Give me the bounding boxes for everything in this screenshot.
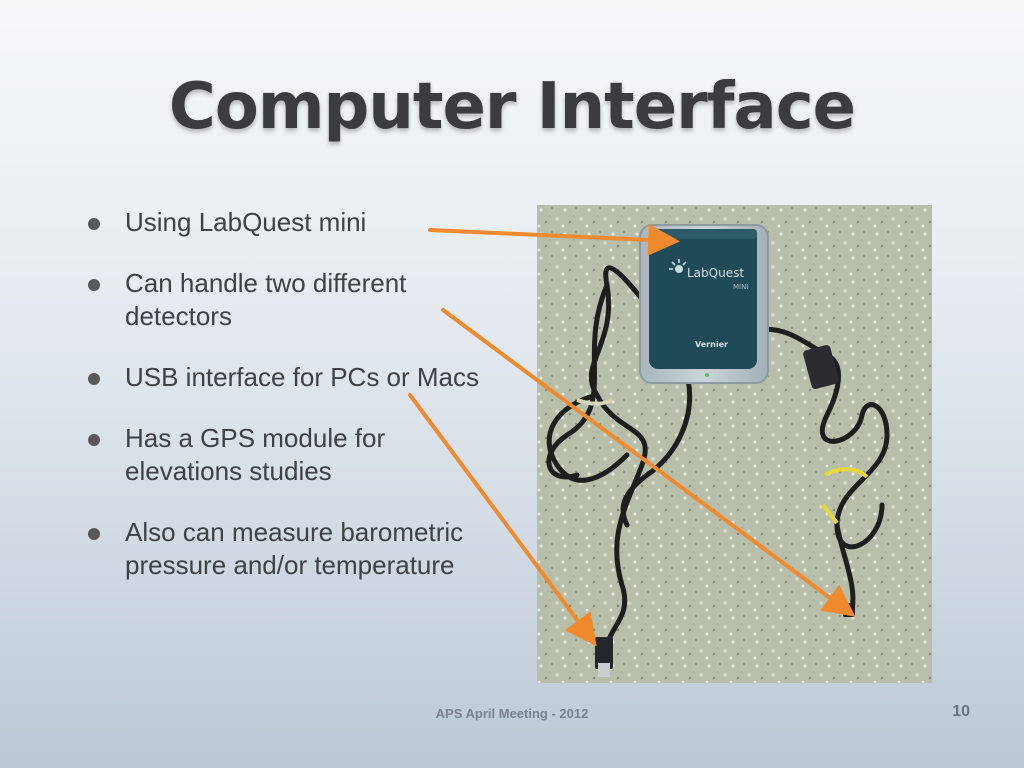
- bullet-list: Using LabQuest mini Can handle two diffe…: [88, 206, 488, 610]
- bullet-item: USB interface for PCs or Macs: [88, 361, 488, 394]
- page-number: 10: [952, 703, 970, 720]
- slide-title: Computer Interface: [168, 70, 856, 144]
- bullet-item: Using LabQuest mini: [88, 206, 488, 239]
- device-photo: LabQuest MINI Vernier: [537, 205, 932, 683]
- bullet-dot-icon: [88, 528, 100, 540]
- bullet-item: Also can measure barometric pressure and…: [88, 516, 488, 582]
- bullet-item: Has a GPS module for elevations studies: [88, 422, 488, 488]
- bullet-dot-icon: [88, 218, 100, 230]
- device-brand-text: LabQuest: [687, 266, 744, 280]
- bullet-dot-icon: [88, 434, 100, 446]
- device-maker-text: Vernier: [695, 340, 728, 349]
- device-model-text: MINI: [733, 283, 748, 291]
- bullet-text: USB interface for PCs or Macs: [125, 362, 479, 392]
- labquest-photo-illustration: LabQuest MINI Vernier: [537, 205, 932, 683]
- bullet-text: Also can measure barometric pressure and…: [125, 517, 464, 580]
- bullet-dot-icon: [88, 373, 100, 385]
- bullet-text: Has a GPS module for elevations studies: [125, 423, 386, 486]
- bullet-text: Can handle two different detectors: [125, 268, 407, 331]
- bullet-item: Can handle two different detectors: [88, 267, 488, 333]
- slide-footer: APS April Meeting - 2012: [435, 706, 589, 721]
- bullet-dot-icon: [88, 279, 100, 291]
- bullet-text: Using LabQuest mini: [125, 207, 367, 237]
